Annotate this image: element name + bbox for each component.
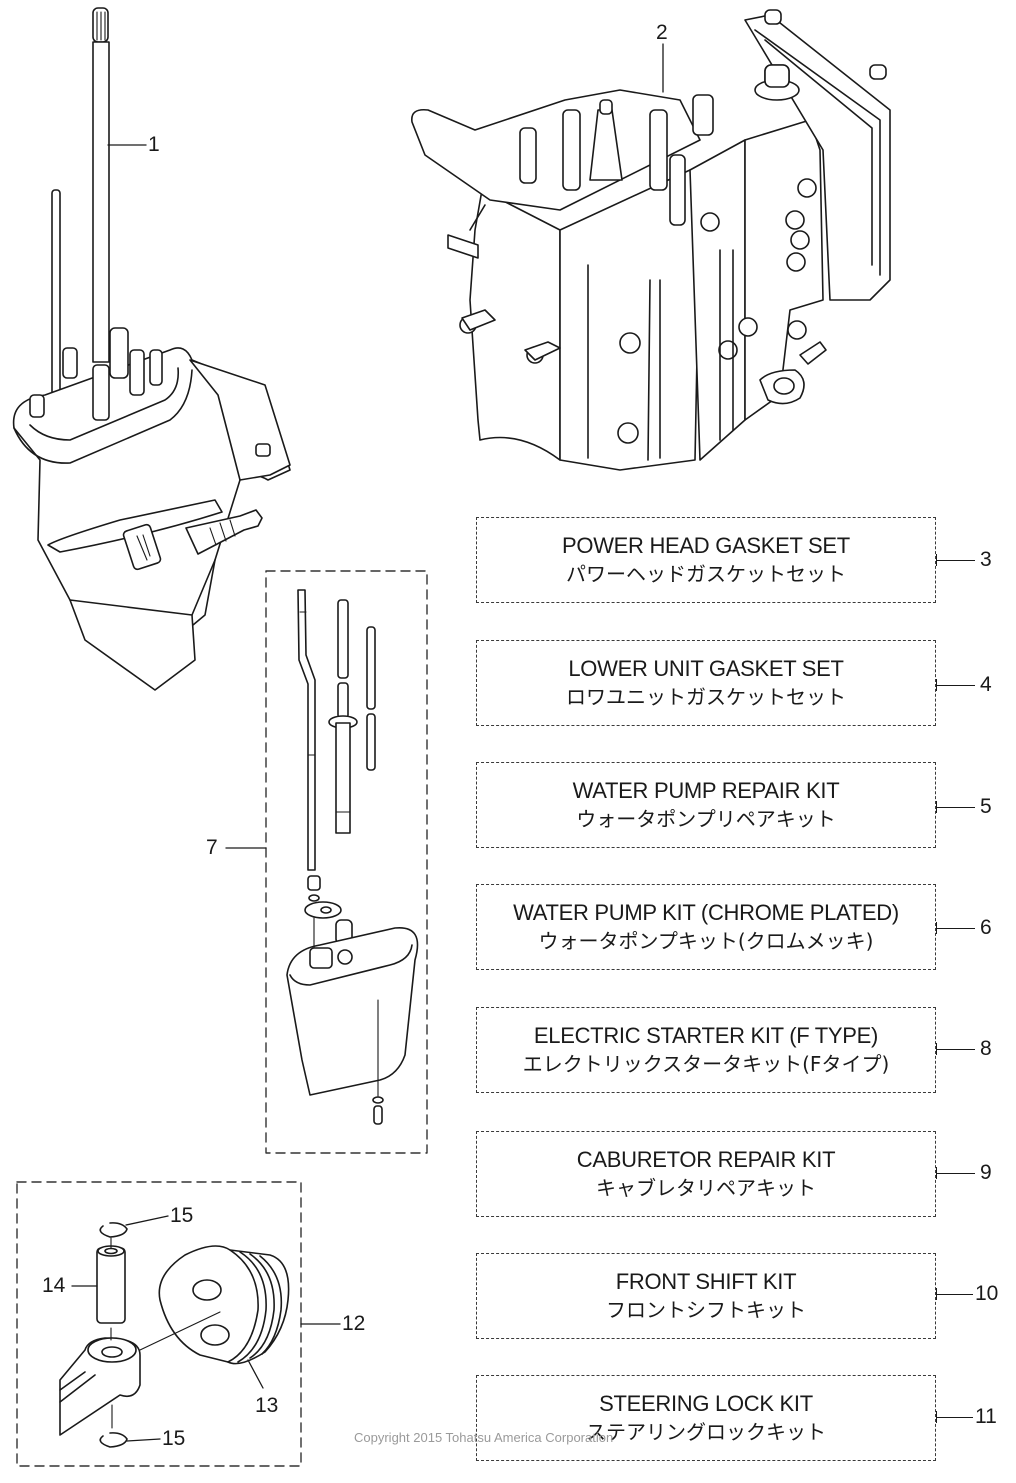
- kit-leader-6: [937, 928, 975, 929]
- kit-name-en: POWER HEAD GASKET SET: [562, 533, 850, 558]
- drive-shaft-housing-drawing: [286, 589, 419, 1125]
- kit-name-en: WATER PUMP KIT (CHROME PLATED): [513, 900, 899, 925]
- power-head-drawing: [411, 9, 891, 471]
- kit-box-steering-lock-kit: STEERING LOCK KIT ステアリングロックキット: [476, 1375, 936, 1461]
- shift-rod: [51, 189, 61, 411]
- callout-13: 13: [255, 1394, 279, 1417]
- kit-tick-11: [936, 1411, 937, 1423]
- lower-unit-drawing: [12, 7, 291, 691]
- kit-name-ja: ロワユニットガスケットセット: [566, 685, 846, 709]
- kit-leader-8: [937, 1049, 975, 1050]
- kit-box-caburetor-repair-kit: CABURETOR REPAIR KIT キャブレタリペアキット: [476, 1131, 936, 1217]
- kit-leader-10: [937, 1294, 973, 1295]
- kit-box-electric-starter-kit: ELECTRIC STARTER KIT (F TYPE) エレクトリックスター…: [476, 1007, 936, 1093]
- kit-tick-9: [936, 1167, 937, 1179]
- kit-leader-4: [937, 685, 975, 686]
- kit-name-en: CABURETOR REPAIR KIT: [576, 1147, 836, 1172]
- piston-drawing: [59, 1215, 290, 1448]
- callout-5: 5: [980, 795, 992, 818]
- kit-name-ja: ウォータポンプリペアキット: [576, 807, 836, 831]
- kit-name-en: STEERING LOCK KIT: [599, 1391, 813, 1416]
- kit-name-ja: フロントシフトキット: [606, 1298, 806, 1322]
- kit-name-en: LOWER UNIT GASKET SET: [568, 656, 844, 681]
- callout-4: 4: [980, 673, 992, 696]
- kit-name-ja: キャブレタリペアキット: [596, 1176, 816, 1200]
- callout-9: 9: [980, 1161, 992, 1184]
- kit-7-boundary: [265, 570, 428, 1154]
- callout-12: 12: [342, 1312, 366, 1335]
- copyright-watermark: Copyright 2015 Tohatsu America Corporati…: [354, 1430, 614, 1445]
- kit-box-lower-unit-gasket-set: LOWER UNIT GASKET SET ロワユニットガスケットセット: [476, 640, 936, 726]
- kit-tick-5: [936, 801, 937, 813]
- kit-tick-10: [936, 1288, 937, 1300]
- callout-2: 2: [656, 21, 668, 44]
- callout-3: 3: [980, 548, 992, 571]
- callout-14: 14: [42, 1274, 66, 1297]
- callout-15-top: 15: [170, 1204, 194, 1227]
- kit-box-water-pump-repair-kit: WATER PUMP REPAIR KIT ウォータポンプリペアキット: [476, 762, 936, 848]
- kit-box-front-shift-kit: FRONT SHIFT KIT フロントシフトキット: [476, 1253, 936, 1339]
- callout-15-bottom: 15: [162, 1427, 186, 1450]
- kit-tick-8: [936, 1043, 937, 1055]
- kit-leader-3: [937, 560, 975, 561]
- kit-name-ja: ステアリングロックキット: [586, 1420, 826, 1444]
- kit-name-ja: エレクトリックスタータキット(Fタイプ): [522, 1052, 890, 1076]
- kit-name-ja: ウォータポンプキット(クロムメッキ): [538, 929, 874, 953]
- callout-6: 6: [980, 916, 992, 939]
- kit-box-water-pump-kit-chrome: WATER PUMP KIT (CHROME PLATED) ウォータポンプキッ…: [476, 884, 936, 970]
- callout-1: 1: [148, 133, 160, 156]
- kit-leader-11: [937, 1417, 973, 1418]
- kit-name-en: FRONT SHIFT KIT: [615, 1269, 797, 1294]
- kit-leader-9: [937, 1173, 975, 1174]
- kit-tick-6: [936, 922, 937, 934]
- callout-8: 8: [980, 1037, 992, 1060]
- kit-tick-4: [936, 679, 937, 691]
- callout-11: 11: [975, 1405, 997, 1428]
- kit-tick-3: [936, 554, 937, 566]
- kit-name-en: ELECTRIC STARTER KIT (F TYPE): [533, 1023, 879, 1048]
- callout-7: 7: [206, 836, 218, 859]
- kit-name-ja: パワーヘッドガスケットセット: [566, 562, 846, 586]
- kit-box-power-head-gasket-set: POWER HEAD GASKET SET パワーヘッドガスケットセット: [476, 517, 936, 603]
- kit-leader-5: [937, 807, 975, 808]
- callout-10: 10: [975, 1282, 999, 1305]
- drive-shaft: [92, 7, 110, 363]
- kit-name-en: WATER PUMP REPAIR KIT: [572, 778, 840, 803]
